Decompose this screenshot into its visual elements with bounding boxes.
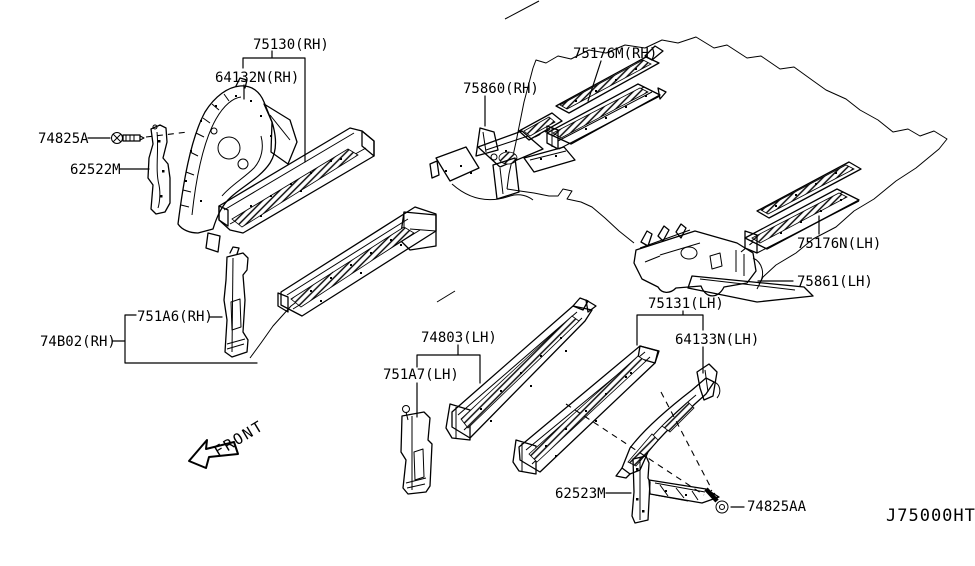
label-75860: 75860(RH) — [463, 81, 539, 97]
label-62522m: 62522M — [70, 162, 121, 178]
misc-line — [436, 290, 456, 303]
label-75131: 75131(LH) — [648, 296, 724, 312]
label-62523m: 62523M — [555, 486, 606, 502]
part-bracket-62522m — [147, 124, 171, 215]
label-75176n: 75176N(LH) — [797, 236, 881, 252]
misc-line — [504, 0, 540, 20]
part-rail-75176m-rh — [546, 45, 667, 150]
label-74825aa: 74825AA — [747, 499, 807, 515]
leader-75130 — [242, 50, 306, 163]
label-74825a: 74825A — [38, 131, 89, 147]
part-rail-74803-lh — [445, 297, 597, 441]
label-64133n: 64133N(LH) — [675, 332, 759, 348]
part-assembly-75860-rh — [429, 112, 576, 201]
label-75130: 75130(RH) — [253, 37, 329, 53]
part-pillar-751a6-rh — [223, 246, 249, 358]
bolt-74825aa — [704, 487, 729, 514]
part-pillar-751a7-lh — [400, 405, 433, 495]
dash-to-bolt-2 — [660, 391, 711, 487]
leader-75176m — [587, 60, 602, 102]
leader-74b02 — [111, 314, 258, 364]
label-74b02: 74B02(RH) — [40, 334, 116, 350]
front-arrow — [188, 439, 239, 469]
dash-to-bolt-1 — [565, 403, 705, 496]
leader-74803 — [416, 344, 481, 418]
dash-75861-75176n — [740, 241, 754, 253]
front-direction-label: FRONT — [211, 417, 268, 461]
label-64132n: 64132N(RH) — [215, 70, 299, 86]
label-75176m: 75176M(RH) — [573, 46, 657, 62]
bolt-74825a — [111, 132, 145, 144]
label-74803: 74803(LH) — [421, 330, 497, 346]
part-rail-75130-rh — [218, 127, 375, 234]
part-wheelhouse-64132n-rh — [177, 77, 298, 253]
part-assembly-75861-lh — [633, 223, 814, 303]
part-rail-75131-lh — [512, 345, 660, 475]
label-75861: 75861(LH) — [797, 274, 873, 290]
leader-lines — [87, 50, 820, 508]
part-bracket-62523m — [631, 455, 720, 524]
part-extension-64133n-lh — [615, 363, 721, 479]
part-rail-74b02-rh — [277, 206, 437, 317]
diagram-code: J75000HT — [886, 506, 975, 526]
part-labels: 75130(RH) 64132N(RH) 74825A 62522M 75860… — [38, 37, 975, 526]
label-751a7: 751A7(LH) — [383, 367, 459, 383]
leader-75131 — [636, 310, 704, 374]
label-751a6: 751A6(RH) — [137, 309, 213, 325]
dash-75860-75176m — [534, 128, 552, 138]
dash-leader-74825a — [145, 131, 189, 138]
part-rail-75176n-lh — [744, 161, 862, 254]
